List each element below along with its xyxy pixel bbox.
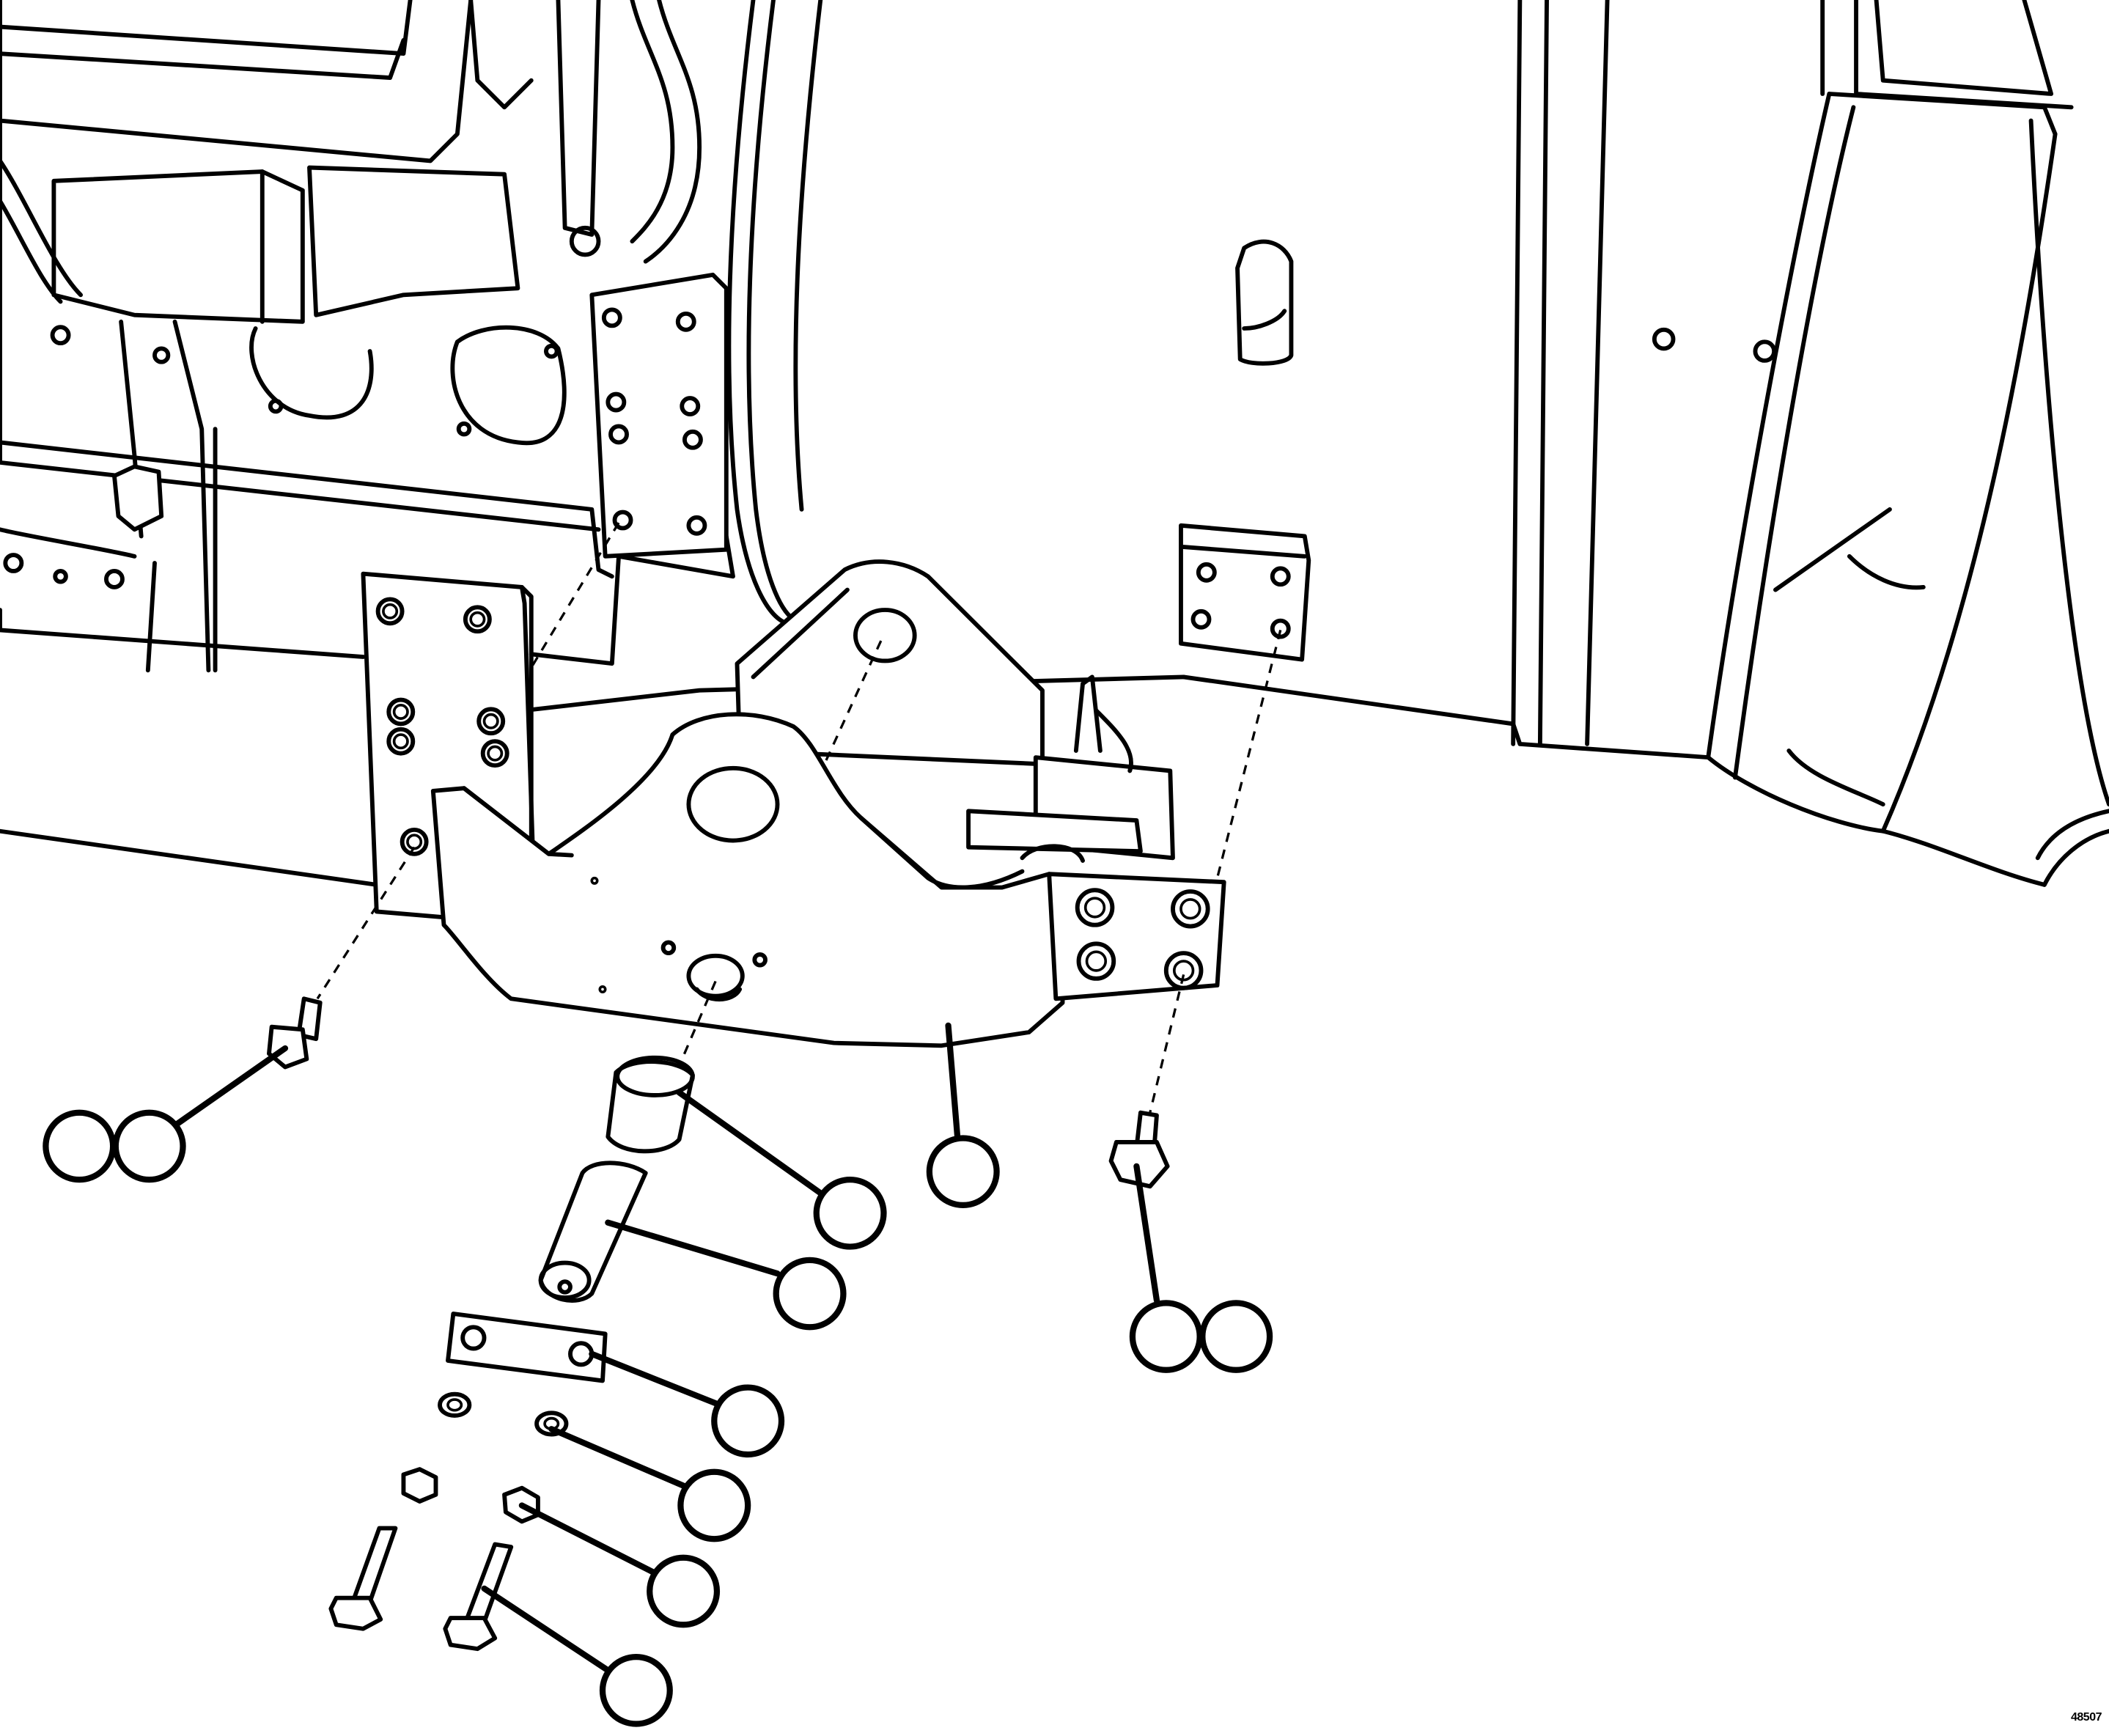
callout-balloon [773, 1257, 847, 1331]
callout-balloon [711, 1384, 785, 1458]
engine-block [0, 0, 1186, 887]
figure-number: 48507 [2071, 1711, 2102, 1724]
leader-lines [155, 1022, 1160, 1677]
callout-balloon [1129, 1300, 1203, 1373]
callout-balloon [677, 1468, 751, 1542]
mount-bracket [430, 712, 1226, 1048]
callout-balloon [599, 1653, 673, 1727]
callout-balloon [43, 1109, 117, 1183]
callout-balloon [1199, 1300, 1273, 1373]
engine-housing [726, 0, 2109, 887]
callout-balloons [43, 1109, 1273, 1727]
callout-balloon [112, 1109, 186, 1183]
hardware-parts [267, 996, 1170, 1652]
callout-balloon [813, 1177, 887, 1250]
assembly-lines [316, 522, 1282, 1114]
callout-balloon [926, 1135, 1000, 1208]
callout-balloon [647, 1554, 721, 1628]
